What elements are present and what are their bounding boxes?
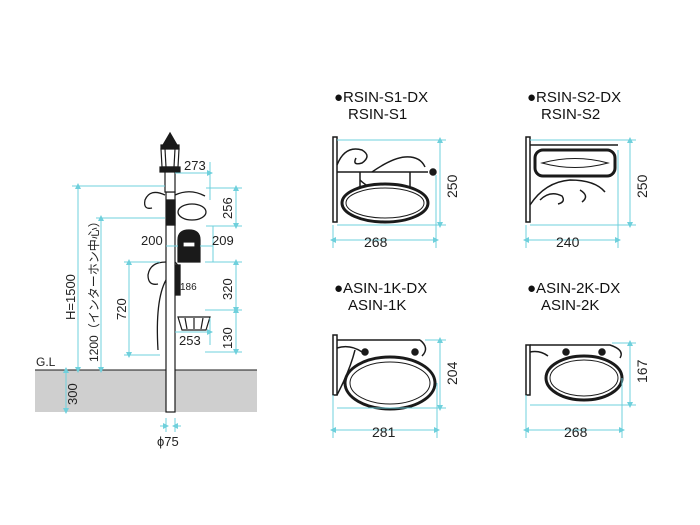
bracket-width-label: 281 bbox=[372, 424, 396, 440]
small-186-label: 186 bbox=[180, 282, 197, 293]
mailbox-right-label: 209 bbox=[212, 233, 234, 248]
embed-depth-label: 300 bbox=[65, 383, 80, 405]
sign-width-label: 273 bbox=[184, 158, 206, 173]
bracket-asin-2k: ●ASIN-2K-DX ASIN-2K 167 268 bbox=[523, 280, 650, 440]
bracket-title-secondary: ASIN-1K bbox=[348, 297, 406, 314]
height-label: H=1500 bbox=[63, 274, 78, 320]
bracket-title-secondary: RSIN-S2 bbox=[541, 106, 600, 123]
bracket-width-label: 268 bbox=[564, 424, 588, 440]
bracket-title-primary: ●ASIN-1K-DX bbox=[334, 280, 427, 297]
planter-height-label: 130 bbox=[220, 327, 235, 349]
bracket-title-primary: ●ASIN-2K-DX bbox=[527, 280, 620, 297]
bracket-height-label: 204 bbox=[444, 361, 460, 385]
post-assembly: G.L 300 bbox=[35, 131, 257, 449]
ground-label: G.L bbox=[36, 355, 56, 369]
bracket-rsin-s2: ●RSIN-S2-DX RSIN-S2 250 240 bbox=[523, 89, 650, 250]
lantern-icon bbox=[159, 131, 181, 193]
scroll-bracket-icon bbox=[332, 136, 437, 224]
scroll-bracket-icon bbox=[525, 136, 618, 223]
mailbox-width-label: 200 bbox=[141, 233, 163, 248]
bracket-title-secondary: RSIN-S1 bbox=[348, 106, 407, 123]
planter-icon bbox=[177, 316, 211, 331]
bracket-width-label: 268 bbox=[364, 234, 388, 250]
sign-bracket-icon bbox=[144, 191, 207, 226]
mailbox-icon bbox=[177, 229, 201, 263]
sign-height-label: 256 bbox=[220, 197, 235, 219]
arm-bracket-icon bbox=[332, 334, 437, 411]
intercom-height-label: 1200（インターホン中心） bbox=[86, 215, 101, 362]
bracket-height-label: 167 bbox=[634, 359, 650, 383]
bracket-title-primary: ●RSIN-S2-DX bbox=[527, 89, 621, 106]
bracket-width-label: 240 bbox=[556, 234, 580, 250]
bracket-asin-1k: ●ASIN-1K-DX ASIN-1K 204 281 bbox=[330, 280, 460, 440]
bracket-title-primary: ●RSIN-S1-DX bbox=[334, 89, 428, 106]
bracket-rsin-s1: ●RSIN-S1-DX RSIN-S1 250 268 bbox=[330, 89, 460, 250]
planter-width-label: 253 bbox=[179, 333, 201, 348]
mailbox-height-label: 320 bbox=[220, 278, 235, 300]
ground-band bbox=[35, 370, 257, 412]
bracket-title-secondary: ASIN-2K bbox=[541, 297, 599, 314]
scroll-ornament-icon bbox=[147, 261, 181, 351]
diameter-label: ϕ75 bbox=[157, 434, 179, 449]
arm-bracket-icon bbox=[525, 344, 624, 402]
bracket-height-label: 250 bbox=[444, 174, 460, 198]
offset-720-label: 720 bbox=[114, 298, 129, 320]
bracket-height-label: 250 bbox=[634, 174, 650, 198]
